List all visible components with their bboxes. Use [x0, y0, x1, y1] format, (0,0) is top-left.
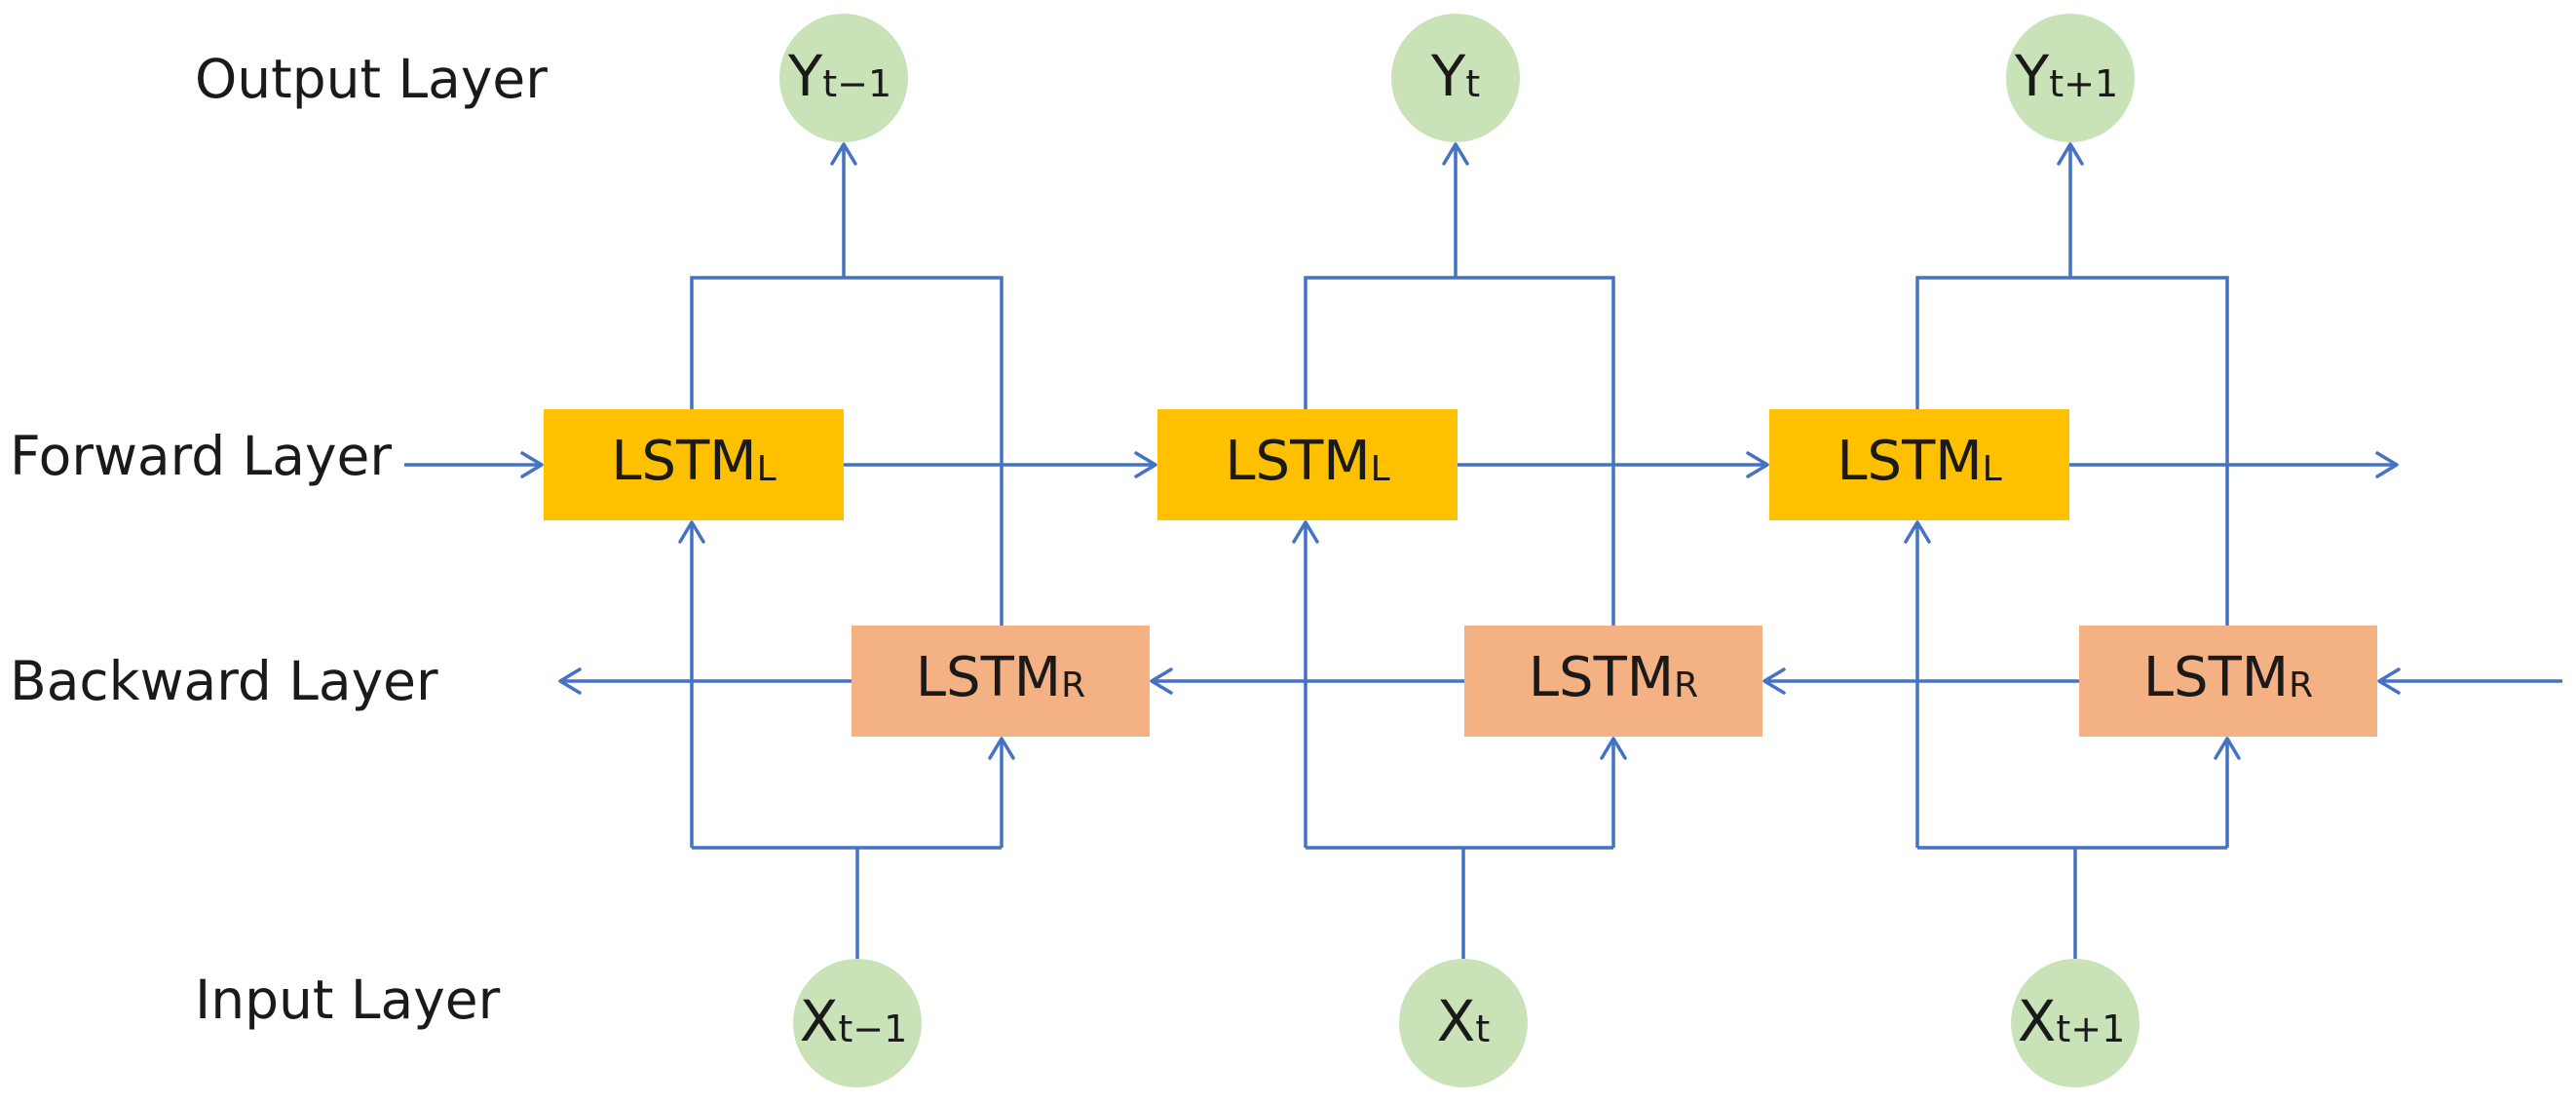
- arrow-up-icon: [678, 520, 705, 544]
- arrow-up-icon: [830, 142, 857, 166]
- backward-cell-box: [852, 626, 1150, 737]
- forward-cell-label: LSTML: [611, 430, 776, 493]
- arrow-up-icon: [2214, 737, 2241, 760]
- arrow-left-icon: [1762, 667, 1786, 695]
- input-node-circle: [2011, 959, 2140, 1087]
- connection-wires: [404, 142, 2562, 959]
- output-node-label: Yt−1: [787, 43, 891, 109]
- backward-cell-label: LSTMR: [2143, 646, 2313, 709]
- output-combine-wire: [1304, 276, 1615, 626]
- arrow-up-icon: [1600, 737, 1627, 760]
- input-node-circle: [1399, 959, 1528, 1087]
- arrow-right-icon: [1746, 451, 1769, 478]
- backward-cell-label: LSTMR: [1529, 646, 1698, 709]
- arrow-right-icon: [1134, 451, 1157, 478]
- output-layer-label: Output Layer: [195, 48, 548, 110]
- backward-cell-label: LSTMR: [916, 646, 1085, 709]
- output-node-1: Yt−1: [779, 14, 908, 142]
- forward-cell-box: [1769, 409, 2069, 520]
- backward-cell-2: LSTMR: [1464, 626, 1762, 737]
- arrow-up-icon: [2057, 142, 2084, 166]
- input-layer-label: Input Layer: [195, 969, 501, 1031]
- output-node-label: Yt: [1430, 43, 1480, 109]
- forward-cell-box: [544, 409, 844, 520]
- forward-cell-3: LSTML: [1769, 409, 2069, 520]
- arrow-left-icon: [2377, 667, 2401, 695]
- backward-layer-label: Backward Layer: [10, 650, 438, 712]
- forward-cell-1: LSTML: [544, 409, 844, 520]
- output-node-circle: [779, 14, 908, 142]
- arrow-right-icon: [2375, 451, 2399, 478]
- output-node-3: Yt+1: [2006, 14, 2135, 142]
- input-node-2: Xt: [1399, 959, 1528, 1087]
- input-node-1: Xt−1: [793, 959, 922, 1087]
- output-combine-wire: [1915, 276, 2229, 626]
- arrow-up-icon: [988, 737, 1015, 760]
- input-node-label: Xt−1: [800, 988, 908, 1054]
- backward-cell-3: LSTMR: [2079, 626, 2377, 737]
- forward-layer-label: Forward Layer: [10, 425, 392, 487]
- arrow-up-icon: [1442, 142, 1469, 166]
- arrow-right-icon: [520, 451, 544, 478]
- arrow-left-icon: [558, 667, 582, 695]
- output-node-circle: [2006, 14, 2135, 142]
- backward-cell-box: [2079, 626, 2377, 737]
- input-node-label: Xt+1: [2018, 988, 2126, 1054]
- input-node-3: Xt+1: [2011, 959, 2140, 1087]
- input-node-label: Xt: [1437, 988, 1491, 1054]
- input-node-circle: [793, 959, 922, 1087]
- forward-cell-2: LSTML: [1157, 409, 1458, 520]
- backward-cell-1: LSTMR: [852, 626, 1150, 737]
- arrow-up-icon: [1904, 520, 1931, 544]
- output-node-circle: [1391, 14, 1520, 142]
- forward-cell-label: LSTML: [1225, 430, 1389, 493]
- output-node-2: Yt: [1391, 14, 1520, 142]
- output-node-label: Yt+1: [2014, 43, 2118, 109]
- forward-cell-box: [1157, 409, 1458, 520]
- arrow-left-icon: [1150, 667, 1173, 695]
- forward-cell-label: LSTML: [1837, 430, 2001, 493]
- arrow-up-icon: [1292, 520, 1319, 544]
- backward-cell-box: [1464, 626, 1762, 737]
- output-combine-wire: [690, 276, 1004, 626]
